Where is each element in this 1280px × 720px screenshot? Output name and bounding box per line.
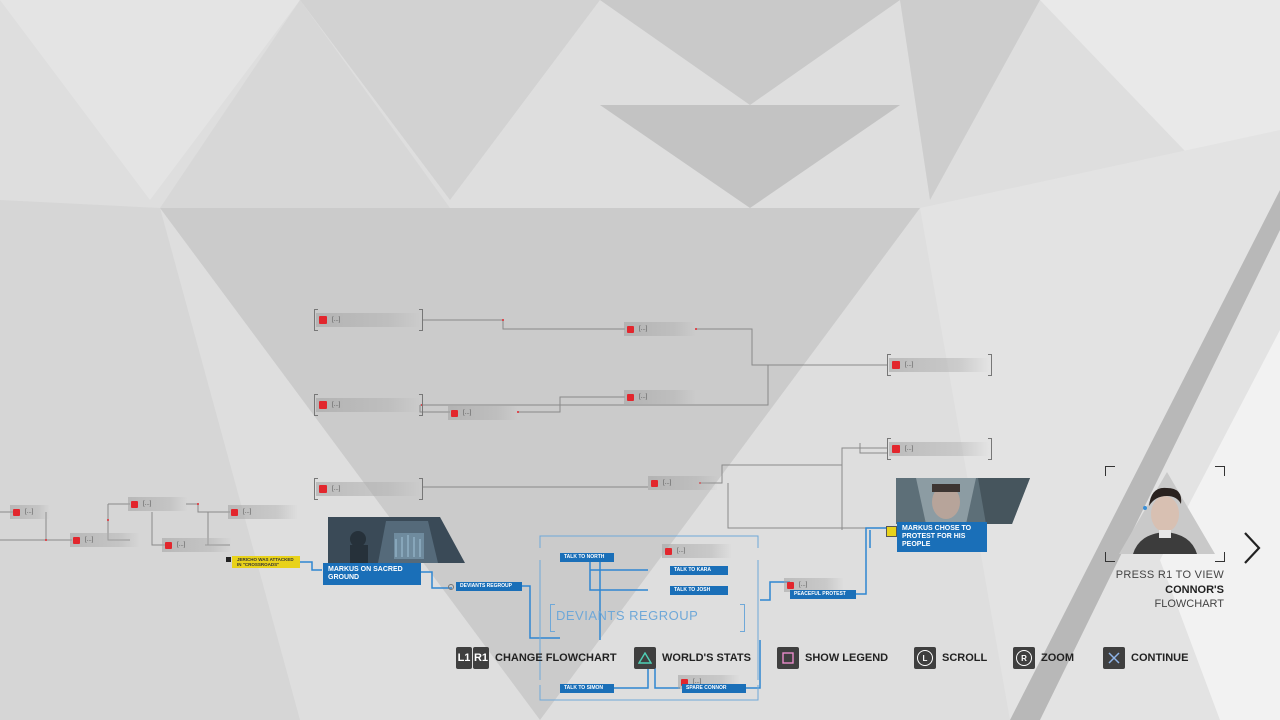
node-bracket: [419, 309, 423, 331]
connors-text: CONNOR'S: [1165, 584, 1224, 596]
flowchart-text: FLOWCHART: [1154, 598, 1224, 610]
choice-talk-to-josh[interactable]: Talk to Josh: [670, 586, 728, 595]
locked-node[interactable]: [...]: [128, 495, 188, 513]
current-node-marker: [886, 526, 897, 537]
locked-node[interactable]: [...]: [10, 503, 50, 521]
lock-icon: [451, 409, 458, 417]
node-bracket: [988, 354, 992, 376]
control-worlds-stats[interactable]: WORLD'S STATS: [634, 646, 751, 670]
locked-node[interactable]: [...]: [316, 311, 420, 329]
connor-flowchart-panel[interactable]: [1105, 466, 1225, 562]
lock-icon: [319, 316, 327, 324]
lock-icon: [665, 547, 672, 555]
choice-talk-to-north[interactable]: Talk to North: [560, 553, 614, 562]
locked-node[interactable]: [...]: [162, 536, 232, 554]
corner-bracket: [1215, 552, 1225, 562]
node-bracket: [314, 309, 318, 331]
lock-icon: [892, 361, 900, 369]
locked-node[interactable]: [...]: [624, 320, 696, 338]
lock-icon: [165, 541, 172, 549]
connor-portrait: [1119, 472, 1215, 554]
r1-button-icon: R1: [473, 647, 489, 669]
section-title: DEVIANTS REGROUP: [556, 608, 699, 623]
story-node-markus-sacred-ground[interactable]: Markus on Sacred Ground: [323, 563, 421, 585]
left-stick-icon: L: [914, 647, 936, 669]
locked-node[interactable]: [...]: [228, 503, 298, 521]
node-bracket: [314, 394, 318, 416]
lock-icon: [131, 500, 138, 508]
choice-peaceful-protest[interactable]: Peaceful Protest: [790, 590, 856, 599]
control-label: CHANGE FLOWCHART: [495, 652, 617, 664]
corner-bracket: [1105, 466, 1115, 476]
locked-node[interactable]: [...]: [648, 474, 718, 492]
control-continue[interactable]: CONTINUE: [1103, 646, 1188, 670]
triangle-button-icon: [634, 647, 656, 669]
locked-node[interactable]: [...]: [662, 542, 732, 560]
locked-node[interactable]: [...]: [70, 531, 140, 549]
lock-icon: [231, 508, 238, 516]
lock-icon: [787, 581, 794, 589]
stick-glyph: R: [1016, 650, 1032, 666]
node-bracket: [988, 438, 992, 460]
node-icon: [448, 584, 454, 590]
story-node-markus-protest[interactable]: Markus chose to protest for his people: [897, 522, 987, 552]
lock-icon: [319, 401, 327, 409]
control-change-flowchart[interactable]: L1 R1 CHANGE FLOWCHART: [456, 646, 617, 670]
lock-icon: [319, 485, 327, 493]
locked-node[interactable]: [...]: [448, 404, 518, 422]
lock-icon: [627, 325, 634, 333]
choice-talk-to-kara[interactable]: Talk to Kara: [670, 566, 728, 575]
node-bracket: [887, 354, 891, 376]
choice-talk-to-simon[interactable]: Talk to Simon: [560, 684, 614, 693]
locked-node[interactable]: [...]: [316, 396, 420, 414]
node-bracket: [419, 478, 423, 500]
cross-button-icon: [1103, 647, 1125, 669]
control-label: SHOW LEGEND: [805, 652, 889, 664]
control-label: CONTINUE: [1131, 652, 1189, 664]
story-node-jericho[interactable]: Jericho was attacked in "Crossroads": [232, 556, 300, 568]
lock-icon: [651, 479, 658, 487]
locked-node[interactable]: [...]: [784, 576, 844, 594]
node-bracket: [887, 438, 891, 460]
lock-icon: [892, 445, 900, 453]
section-bracket: [550, 604, 555, 632]
square-button-icon: [777, 647, 799, 669]
locked-node[interactable]: [...]: [889, 440, 989, 458]
l1-button-icon: L1: [456, 647, 472, 669]
lock-icon: [681, 678, 688, 686]
control-zoom[interactable]: R ZOOM: [1013, 646, 1074, 670]
locked-node[interactable]: [...]: [316, 480, 420, 498]
control-label: WORLD'S STATS: [662, 652, 751, 664]
lock-icon: [13, 508, 20, 516]
choice-spare-connor[interactable]: Spare Connor: [682, 684, 746, 693]
corner-bracket: [1215, 466, 1225, 476]
node-bracket: [314, 478, 318, 500]
node-bracket: [419, 394, 423, 416]
locked-node[interactable]: [...]: [624, 388, 696, 406]
lock-icon: [627, 393, 634, 401]
locked-node[interactable]: [...]: [889, 356, 989, 374]
control-show-legend[interactable]: SHOW LEGEND: [777, 646, 888, 670]
scene-thumbnail-markus-protest: [896, 478, 1030, 524]
story-node-deviants-regroup[interactable]: Deviants Regroup: [456, 582, 522, 591]
lock-icon: [73, 536, 80, 544]
scene-thumbnail-sacred-ground: [328, 517, 465, 563]
next-flowchart-chevron-icon[interactable]: [1240, 530, 1264, 571]
control-label: SCROLL: [942, 652, 988, 664]
press-r1-text: PRESS R1 TO VIEW: [1115, 569, 1224, 581]
stick-glyph: L: [917, 650, 933, 666]
control-label: ZOOM: [1041, 652, 1074, 664]
corner-bracket: [1105, 552, 1115, 562]
section-bracket: [740, 604, 745, 632]
control-scroll[interactable]: L SCROLL: [914, 646, 987, 670]
right-stick-icon: R: [1013, 647, 1035, 669]
past-node-icon: [226, 557, 231, 562]
